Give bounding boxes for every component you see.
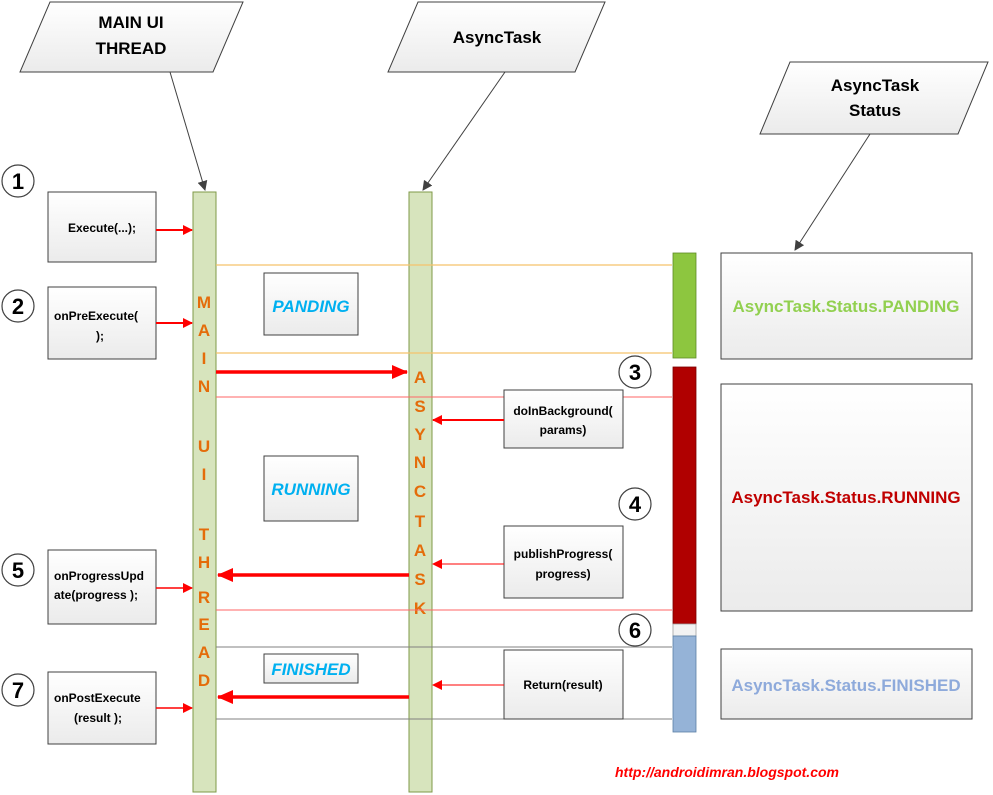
- step-circle: [618, 613, 652, 647]
- step-number: 1: [12, 169, 24, 194]
- main-vertical-letter: D: [198, 671, 210, 690]
- do-in-background-line2: params): [540, 423, 587, 437]
- async-vertical-letter: A: [414, 541, 426, 560]
- state-finished-box: [263, 653, 359, 684]
- do-in-background-box: [503, 389, 624, 449]
- status-bar-panding: [672, 252, 697, 359]
- async-header-connector: [422, 71, 506, 191]
- do-in-background-line1: doInBackground(: [513, 404, 612, 418]
- on-progress-update-line1: onProgressUpd: [54, 569, 144, 583]
- return-result-box: [503, 649, 624, 720]
- publish-progress-line2: progress): [535, 567, 590, 581]
- step-number: 2: [12, 294, 24, 319]
- state-finished-label: FINISHED: [271, 660, 350, 679]
- main-header-connector: [169, 71, 208, 191]
- async-vertical-letter: T: [415, 512, 426, 531]
- return-result-label: Return(result): [523, 678, 602, 692]
- state-panding-label: PANDING: [272, 297, 349, 316]
- state-running-label: RUNNING: [271, 480, 350, 499]
- on-post-execute-line2: (result );: [74, 711, 122, 725]
- main-vertical-letter: U: [198, 437, 210, 456]
- main-thread-lifeline: [192, 191, 217, 793]
- header-main-line1: MAIN UI: [98, 13, 163, 32]
- status-bar-gap: [672, 623, 697, 637]
- header-main-line2: THREAD: [96, 39, 167, 58]
- publish-progress-box: [503, 525, 624, 599]
- step-circle: [1, 164, 35, 198]
- header-status-line1: AsyncTask: [831, 76, 920, 95]
- status-panding-box: [720, 252, 973, 360]
- main-vertical-letter: M: [197, 293, 211, 312]
- status-finished-box: [720, 648, 973, 720]
- step-circle: [1, 553, 35, 587]
- main-vertical-letter: N: [198, 377, 210, 396]
- main-vertical-letter: T: [199, 525, 210, 544]
- step-number: 7: [12, 678, 24, 703]
- header-main-ui-thread: MAIN UI THREAD: [19, 1, 244, 73]
- status-running-label: AsyncTask.Status.RUNNING: [731, 488, 960, 507]
- async-task-lifeline: [408, 191, 433, 793]
- header-asynctask-status: AsyncTask Status: [759, 61, 989, 135]
- on-progress-update-line2: ate(progress );: [54, 588, 138, 602]
- source-url: http://androidimran.blogspot.com: [615, 764, 839, 780]
- async-vertical-letter: K: [414, 599, 427, 618]
- step-circle: [618, 487, 652, 521]
- main-vertical-text: M A I N U I T H R E A D: [197, 293, 211, 690]
- execute-box: [47, 191, 157, 263]
- status-bar-running: [672, 366, 697, 625]
- step-number: 3: [629, 360, 641, 385]
- step-number: 6: [629, 618, 641, 643]
- step-number: 5: [12, 558, 24, 583]
- execute-label: Execute(...);: [68, 221, 136, 235]
- async-vertical-text: A S Y N C T A S K: [414, 368, 427, 618]
- main-vertical-letter: A: [198, 643, 210, 662]
- async-vertical-letter: A: [414, 368, 426, 387]
- status-bar-finished: [672, 635, 697, 733]
- main-vertical-letter: I: [202, 465, 207, 484]
- on-pre-execute-line2: );: [96, 329, 104, 343]
- main-vertical-letter: I: [202, 349, 207, 368]
- async-vertical-letter: C: [414, 482, 426, 501]
- on-progress-update-box: [47, 549, 157, 625]
- async-vertical-letter: Y: [414, 425, 426, 444]
- header-status-line2: Status: [849, 101, 901, 120]
- on-pre-execute-box: [47, 286, 157, 360]
- main-vertical-letter: H: [198, 553, 210, 572]
- on-pre-execute-line1: onPreExecute(: [54, 309, 138, 323]
- state-panding-box: [263, 272, 359, 336]
- step-circle: [618, 355, 652, 389]
- header-asynctask: AsyncTask: [387, 1, 606, 73]
- state-running-box: [263, 455, 359, 522]
- step-markers: 1 2 3 4 5 6 7: [1, 164, 652, 707]
- status-header-connector: [794, 133, 871, 251]
- step-circle: [1, 673, 35, 707]
- main-vertical-letter: E: [198, 615, 209, 634]
- on-post-execute-line1: onPostExecute: [54, 691, 141, 705]
- step-number: 4: [629, 492, 642, 517]
- async-vertical-letter: S: [414, 397, 425, 416]
- async-vertical-letter: N: [414, 453, 426, 472]
- status-panding-label: AsyncTask.Status.PANDING: [732, 297, 959, 316]
- header-async-label: AsyncTask: [453, 28, 542, 47]
- async-vertical-letter: S: [414, 570, 425, 589]
- main-vertical-letter: A: [198, 321, 210, 340]
- status-finished-label: AsyncTask.Status.FINISHED: [731, 676, 960, 695]
- publish-progress-line1: publishProgress(: [514, 547, 613, 561]
- step-circle: [1, 289, 35, 323]
- on-post-execute-box: [47, 671, 157, 745]
- status-running-box: [720, 383, 973, 612]
- main-vertical-letter: R: [198, 588, 210, 607]
